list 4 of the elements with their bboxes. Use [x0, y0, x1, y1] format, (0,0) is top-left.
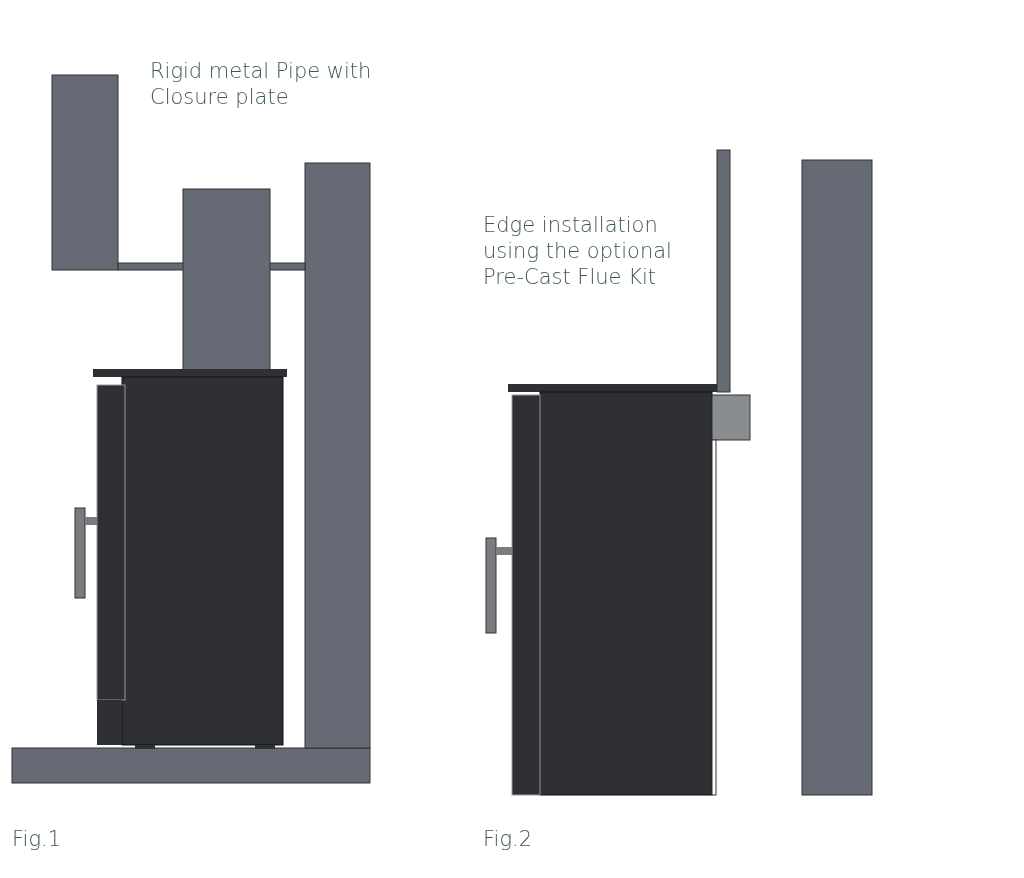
part-note: Rigid metal Pipe with Closure plate — [150, 58, 373, 110]
figure-caption: Fig.1 — [12, 826, 63, 852]
figure-caption: Fig.2 — [483, 826, 534, 852]
installation-note: Edge installation using the optional Pre-Cast Flue Kit — [483, 212, 673, 290]
